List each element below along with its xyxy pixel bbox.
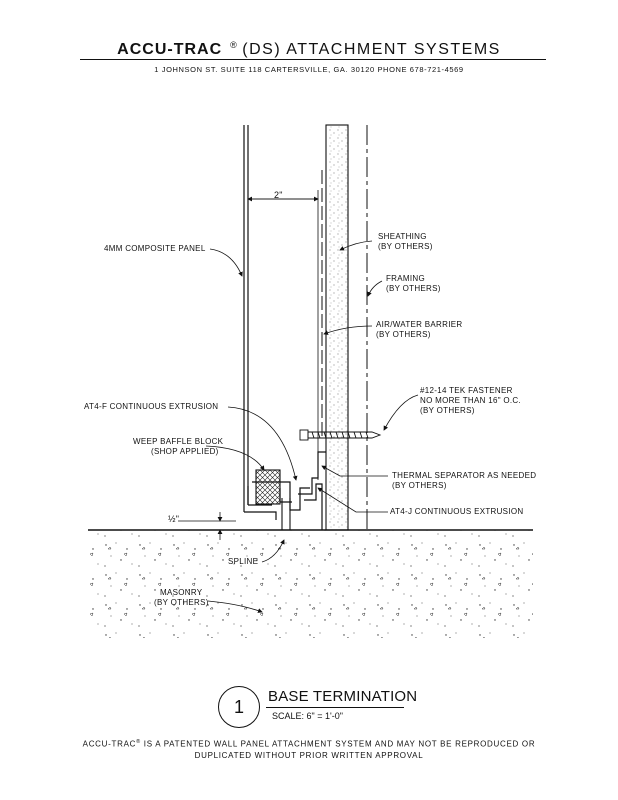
- dimension-2in: [247, 190, 319, 480]
- label-framing: FRAMING (BY OTHERS): [386, 274, 441, 293]
- leader-lines: [205, 240, 419, 613]
- dimension-half: [178, 512, 236, 540]
- at4-j-extrusion: [298, 451, 326, 530]
- tek-fastener: [299, 429, 382, 441]
- company-address: 1 JOHNSON ST. SUITE 118 CARTERSVILLE, GA…: [154, 65, 464, 74]
- label-air-water-barrier: AIR/WATER BARRIER (BY OTHERS): [376, 320, 463, 339]
- label-sheathing: SHEATHING (BY OTHERS): [378, 232, 433, 251]
- footer-notice: ACCU-TRAC® IS A PATENTED WALL PANEL ATTA…: [82, 739, 536, 760]
- weep-baffle-block: [255, 469, 281, 505]
- sheathing: [325, 124, 349, 531]
- label-thermal-separator: THERMAL SEPARATOR AS NEEDED (BY OTHERS): [392, 471, 537, 490]
- detail-scale: SCALE: 6" = 1'-0": [272, 711, 343, 721]
- label-at4-j: AT4-J CONTINUOUS EXTRUSION: [390, 507, 524, 516]
- registered-mark: ®: [230, 40, 239, 50]
- label-at4-f: AT4-F CONTINUOUS EXTRUSION: [84, 402, 219, 411]
- label-spline: SPLINE: [228, 557, 259, 566]
- detail-title: BASE TERMINATION: [268, 688, 418, 705]
- brand-name: ACCU-TRAC: [117, 41, 223, 58]
- detail-number-bubble: 1: [218, 686, 260, 728]
- label-masonry: MASONRY (BY OTHERS): [154, 588, 209, 607]
- composite-panel: [243, 125, 277, 520]
- detail-title-rule: [266, 707, 404, 708]
- label-composite-panel: 4MM COMPOSITE PANEL: [104, 244, 206, 253]
- spline: [281, 498, 291, 531]
- title-block: ACCU-TRAC ®(DS) ATTACHMENT SYSTEMS: [0, 40, 618, 59]
- dimension-2in-label: 2": [274, 190, 283, 200]
- label-tek-fastener: #12-14 TEK FASTENER NO MORE THAN 16" O.C…: [420, 386, 522, 415]
- label-weep-baffle: WEEP BAFFLE BLOCK (SHOP APPLIED): [133, 437, 224, 456]
- header-rule: [80, 59, 546, 60]
- document-title: (DS) ATTACHMENT SYSTEMS: [242, 41, 501, 58]
- masonry: [88, 529, 533, 638]
- dimension-half-label: ½": [168, 514, 180, 524]
